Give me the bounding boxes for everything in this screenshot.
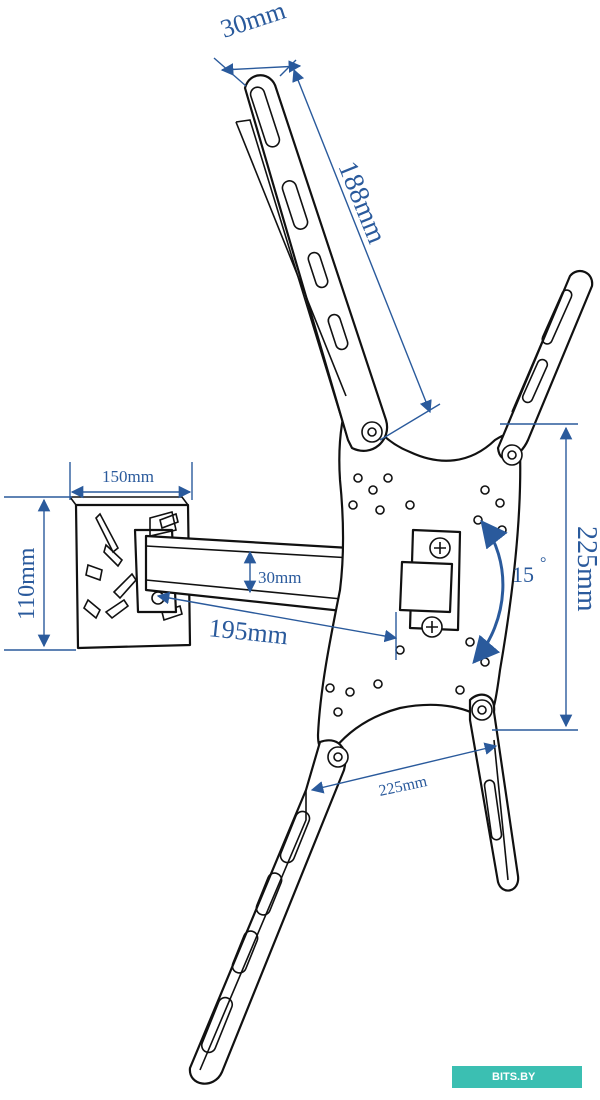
dimension-lines	[4, 57, 578, 794]
arm-width-label: 30mm	[217, 0, 289, 44]
tilt-degree-sign: °	[540, 555, 546, 572]
upper-right-arm	[496, 269, 594, 466]
arm-height-label: 30mm	[258, 568, 301, 587]
tv-bracket-plate	[316, 390, 522, 755]
vesa-vertical-label: 225mm	[571, 526, 600, 612]
wall-plate-height-label: 110mm	[14, 547, 40, 620]
tilt-mechanism	[398, 528, 462, 638]
arm-length-label: 188mm	[332, 157, 393, 248]
tilt-angle-label: 15	[512, 562, 534, 587]
upper-left-arm	[235, 74, 389, 452]
lower-left-arm	[188, 739, 349, 1085]
extension-label: 195mm	[207, 613, 289, 650]
watermark-badge: BITS.BY	[452, 1066, 582, 1088]
lower-right-arm	[468, 693, 520, 892]
wall-plate-width-label: 150mm	[102, 467, 154, 486]
vesa-horizontal-label: 225mm	[377, 773, 429, 800]
